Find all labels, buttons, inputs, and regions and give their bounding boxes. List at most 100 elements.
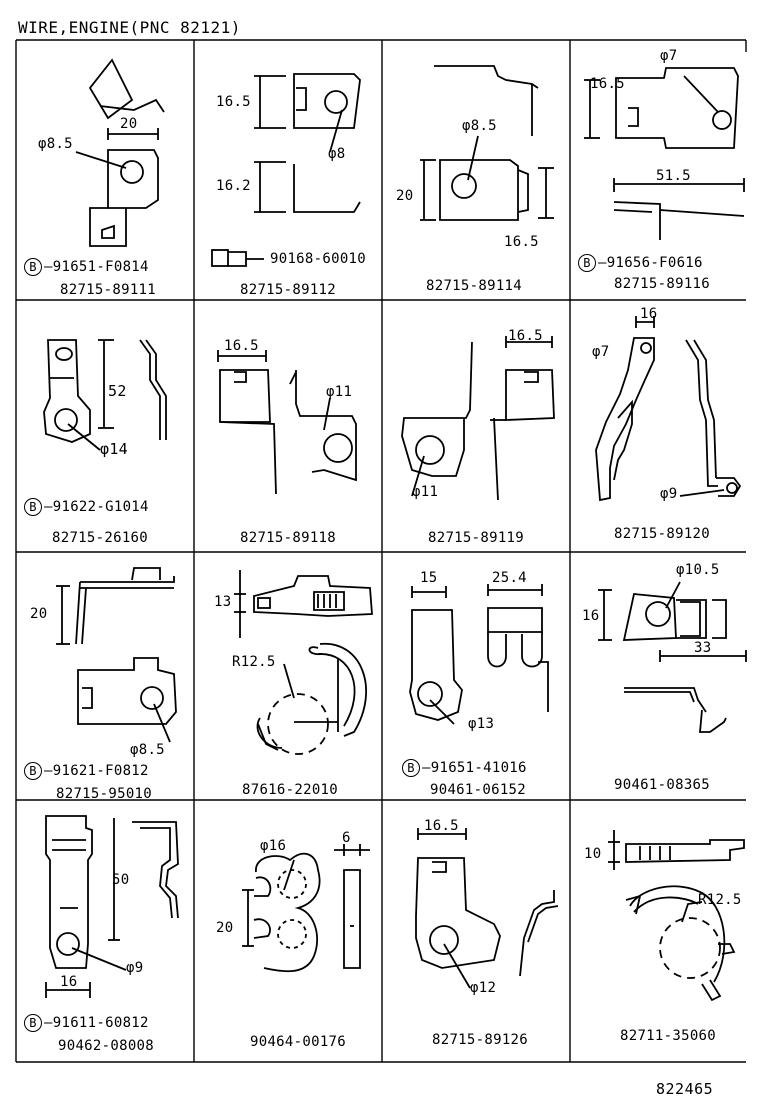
dim-length: 51.5 bbox=[656, 168, 691, 184]
b-ref-symbol: B bbox=[24, 762, 42, 780]
ref-part-label: 91651-41016 bbox=[430, 760, 527, 776]
ref-part-number: B—91621-F0812 bbox=[24, 762, 149, 780]
dim-hole-diameter: φ8 bbox=[328, 146, 346, 162]
part-number: 82715-89116 bbox=[614, 276, 711, 292]
clamp-drawing bbox=[75, 58, 165, 247]
part-number: 87616-22010 bbox=[242, 782, 339, 798]
dim-width-right: 25.4 bbox=[492, 570, 527, 586]
dim-hole-diameter: φ11 bbox=[326, 384, 353, 400]
ref-part-number: B—91622-G1014 bbox=[24, 498, 149, 516]
clamp-drawing bbox=[45, 815, 179, 998]
part-number: 82715-89118 bbox=[240, 530, 337, 546]
dim-hole-diameter: φ8.5 bbox=[462, 118, 497, 134]
clamp-drawing bbox=[595, 316, 742, 502]
dim-width: 16.5 bbox=[224, 338, 259, 354]
part-number: 90462-08008 bbox=[58, 1038, 155, 1054]
part-cell-82715-89126: 16.5 φ12 82715-89126 bbox=[382, 800, 570, 1062]
dim-hole-diameter: φ8.5 bbox=[130, 742, 165, 758]
part-number: 82715-89112 bbox=[240, 282, 337, 298]
ref-part-number: B—91651-41016 bbox=[402, 759, 527, 777]
dim-height: 10 bbox=[584, 846, 602, 862]
dim-hole-diameter: φ10.5 bbox=[676, 562, 720, 578]
dim-spacing: 20 bbox=[216, 920, 234, 936]
dim-height: 13 bbox=[214, 594, 232, 610]
b-ref-symbol: B bbox=[578, 254, 596, 272]
ref-part-label: 91621-F0812 bbox=[52, 763, 149, 779]
part-number: 82715-89114 bbox=[426, 278, 523, 294]
dim-hole-diameter: φ7 bbox=[660, 48, 678, 64]
dim-height: 16 bbox=[582, 608, 600, 624]
dim-width: 16 bbox=[640, 306, 658, 322]
dim-width: 20 bbox=[120, 116, 138, 132]
part-cell-82715-89120: 16 φ7 φ9 82715-89120 bbox=[570, 300, 746, 552]
b-ref-symbol: B bbox=[24, 498, 42, 516]
dim-height: 20 bbox=[30, 606, 48, 622]
b-ref-symbol: B bbox=[24, 258, 42, 276]
part-number: 90464-00176 bbox=[250, 1034, 347, 1050]
part-cell-82711-35060: 10 R12.5 82711-35060 bbox=[570, 800, 746, 1062]
ref-part-number: B—91656-F0616 bbox=[578, 254, 703, 272]
ref-part-label: 91622-G1014 bbox=[52, 499, 149, 515]
dim-hole-diameter: φ9 bbox=[126, 960, 144, 976]
dim-hole-diameter: φ12 bbox=[470, 980, 497, 996]
clamp-drawing bbox=[608, 830, 745, 1002]
part-number: 82715-26160 bbox=[52, 530, 149, 546]
part-cell-82715-89111: 20 φ8.5 B—91651-F0814 82715-89111 bbox=[16, 40, 194, 300]
clamp-drawing bbox=[43, 339, 167, 451]
dim-length: 50 bbox=[112, 872, 130, 888]
dim-hole-diameter: φ14 bbox=[100, 440, 128, 458]
part-cell-82715-89112: 16.5 φ8 16.2 90168-60010 82715-89112 bbox=[194, 40, 382, 300]
part-cell-87616-22010: 13 R12.5 87616-22010 bbox=[194, 552, 382, 800]
clamp-drawing bbox=[234, 570, 373, 755]
dim-length: 33 bbox=[694, 640, 712, 656]
diagram-title: WIRE,ENGINE(PNC 82121) bbox=[18, 18, 241, 37]
dim-hole-diameter: φ16 bbox=[260, 838, 287, 854]
dim-hole-diameter: φ11 bbox=[412, 484, 439, 500]
part-cell-82715-89119: 16.5 φ11 82715-89119 bbox=[382, 300, 570, 552]
part-cell-82715-89116: φ7 16.5 51.5 B—91656-F0616 82715-89116 bbox=[570, 40, 746, 300]
ref-part-label: 91651-F0814 bbox=[52, 259, 149, 275]
dim-height: 16.5 bbox=[590, 76, 625, 92]
dim-height: 20 bbox=[396, 188, 414, 204]
part-number: 90461-06152 bbox=[430, 782, 527, 798]
dim-hole-diameter-top: φ7 bbox=[592, 344, 610, 360]
part-cell-90462-08008: 50 φ9 16 B—91611-60812 90462-08008 bbox=[16, 800, 194, 1062]
clamp-drawing bbox=[242, 844, 370, 973]
clamp-drawing bbox=[420, 65, 554, 221]
clamp-drawing bbox=[415, 828, 559, 989]
part-cell-90461-08365: φ10.5 16 33 90461-08365 bbox=[570, 552, 747, 800]
ref-part-label: 91656-F0616 bbox=[606, 255, 703, 271]
b-ref-symbol: B bbox=[24, 1014, 42, 1032]
dim-thickness: 6 bbox=[342, 830, 351, 846]
dim-radius: R12.5 bbox=[698, 892, 742, 908]
bolt-part-number: 90168-60010 bbox=[270, 251, 367, 267]
dim-length: 52 bbox=[108, 382, 127, 400]
clamp-drawing bbox=[598, 581, 747, 733]
part-cell-82715-89114: φ8.5 20 16.5 82715-89114 bbox=[382, 40, 570, 300]
dim-height-bottom: 16.2 bbox=[216, 178, 251, 194]
clamp-drawing bbox=[409, 584, 549, 725]
dim-hole-diameter: φ8.5 bbox=[38, 136, 73, 152]
dim-hole-diameter-bottom: φ9 bbox=[660, 486, 678, 502]
clamp-drawing bbox=[211, 73, 361, 267]
dim-hole-diameter: φ13 bbox=[468, 716, 495, 732]
part-number: 90461-08365 bbox=[614, 777, 711, 793]
dim-width: 16 bbox=[60, 974, 78, 990]
part-cell-82715-95010: 20 φ8.5 B—91621-F0812 82715-95010 bbox=[16, 552, 194, 802]
part-cell-82715-89118: 16.5 φ11 82715-89118 bbox=[194, 300, 382, 552]
part-cell-90461-06152: 15 25.4 φ13 B—91651-41016 90461-06152 bbox=[382, 552, 570, 800]
dim-depth: 16.5 bbox=[504, 234, 539, 250]
part-number: 82715-89126 bbox=[432, 1032, 529, 1048]
part-number: 82715-89120 bbox=[614, 526, 711, 542]
part-number: 82711-35060 bbox=[620, 1028, 717, 1044]
dim-height-top: 16.5 bbox=[216, 94, 251, 110]
ref-part-number: B—91651-F0814 bbox=[24, 258, 149, 276]
diagram-code: 822465 bbox=[656, 1080, 714, 1098]
clamp-drawing bbox=[56, 567, 177, 743]
b-ref-symbol: B bbox=[402, 759, 420, 777]
part-number: 82715-95010 bbox=[56, 786, 153, 802]
clamp-drawing bbox=[401, 336, 555, 501]
part-number: 82715-89119 bbox=[428, 530, 525, 546]
part-number: 82715-89111 bbox=[60, 282, 157, 298]
